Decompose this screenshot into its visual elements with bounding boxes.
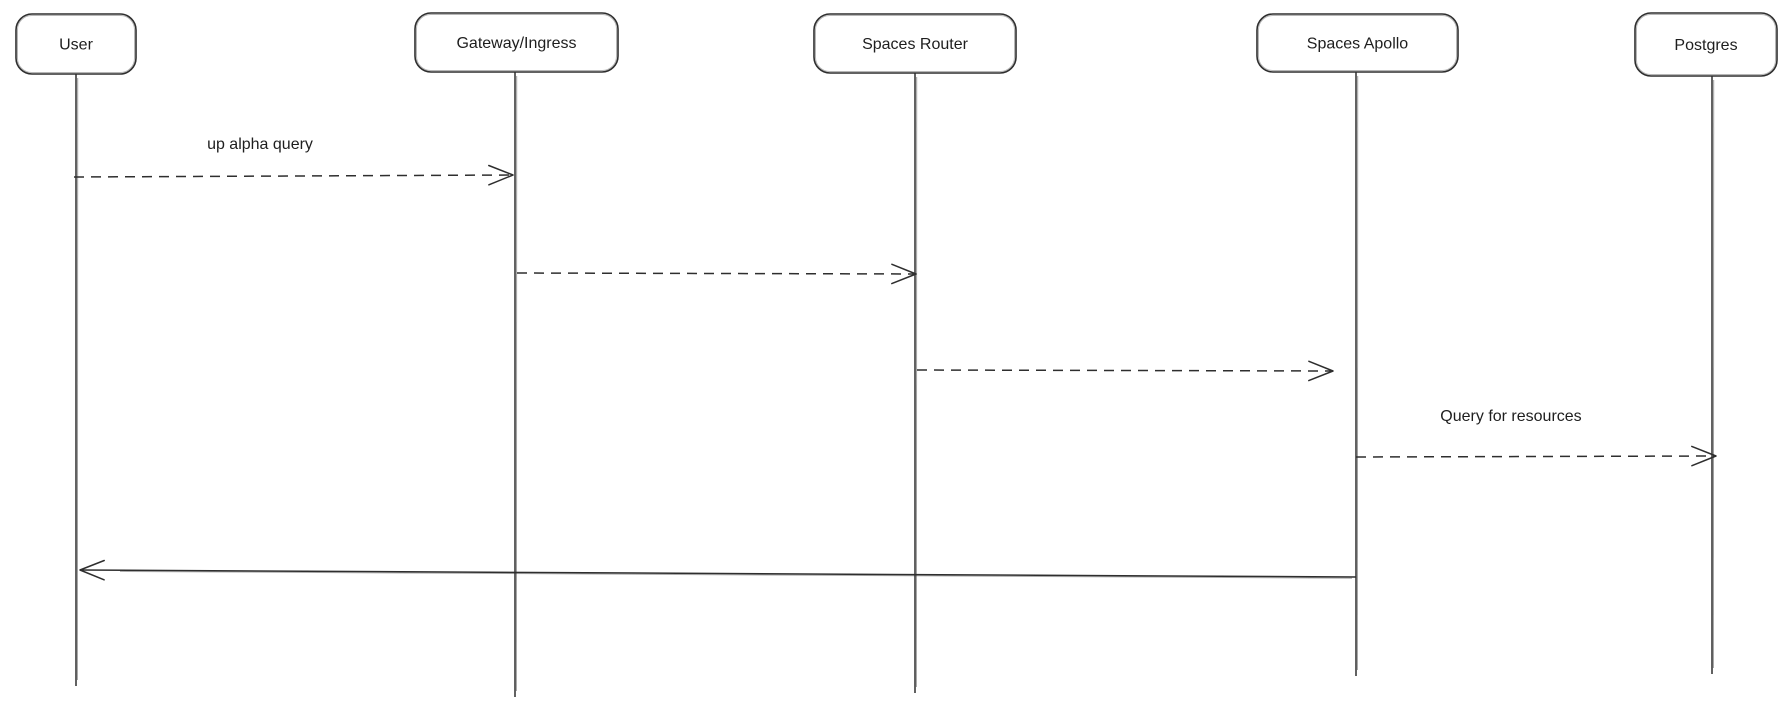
message-arrowhead-msg-2 [891, 263, 917, 285]
actor-label-spaces-router: Spaces Router [862, 36, 969, 53]
actor-spaces-apollo: Spaces Apollo [1256, 13, 1459, 676]
message-line-msg-5 [79, 569, 1357, 578]
actor-label-user: User [59, 37, 93, 54]
message-msg-3 [916, 360, 1334, 382]
actor-box-user [15, 13, 137, 75]
message-line-msg-2 [516, 272, 917, 275]
actor-gateway-ingress: Gateway/Ingress [414, 12, 619, 697]
actor-box-echo-spaces-apollo [1258, 15, 1457, 71]
message-label-msg-1: up alpha query [207, 136, 313, 153]
message-msg-4: Query for resources [1355, 408, 1717, 467]
actor-user: User [15, 13, 137, 686]
message-msg-5 [79, 559, 1357, 581]
message-arrowhead-msg-1 [488, 164, 514, 186]
actor-label-postgres: Postgres [1674, 37, 1737, 54]
actor-label-spaces-apollo: Spaces Apollo [1307, 36, 1409, 53]
actor-box-spaces-apollo [1256, 13, 1459, 73]
actor-box-echo-gateway-ingress [416, 14, 617, 71]
message-line-msg-3 [916, 369, 1334, 372]
message-line-msg-4 [1355, 455, 1717, 458]
message-arrowhead-msg-3 [1308, 360, 1334, 382]
actor-postgres: Postgres [1634, 12, 1778, 674]
actor-box-echo-user [17, 15, 135, 73]
actor-box-postgres [1634, 12, 1778, 77]
actor-box-gateway-ingress [414, 12, 619, 73]
actor-box-echo-spaces-router [815, 15, 1015, 72]
actor-spaces-router: Spaces Router [813, 13, 1017, 693]
message-msg-2 [516, 263, 917, 285]
message-arrowhead-msg-5 [79, 559, 105, 581]
message-arrowhead-msg-4 [1691, 445, 1717, 467]
actor-box-echo-postgres [1636, 14, 1776, 75]
message-msg-1: up alpha query [73, 136, 514, 186]
actor-box-spaces-router [813, 13, 1017, 74]
message-line-echo-msg-5 [119, 570, 1353, 579]
message-label-msg-4: Query for resources [1440, 408, 1581, 425]
actor-label-gateway-ingress: Gateway/Ingress [456, 35, 576, 52]
message-line-msg-1 [73, 174, 514, 178]
